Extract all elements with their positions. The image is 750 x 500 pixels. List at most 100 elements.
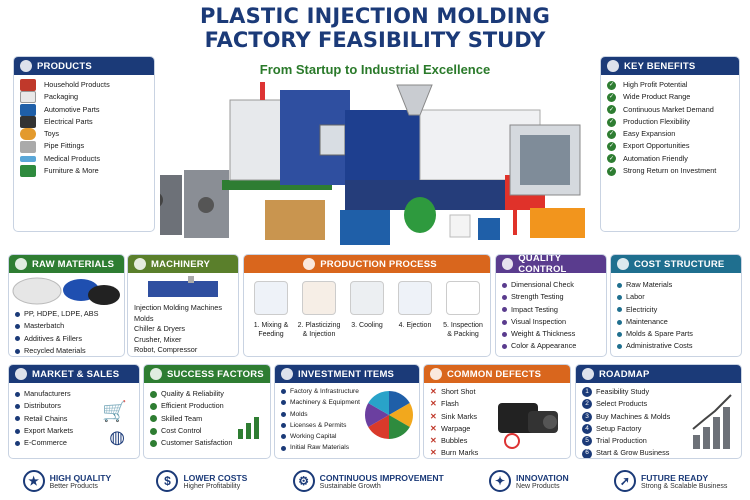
list-item: Weight & Thickness <box>502 328 600 340</box>
roadmap-title: ROADMAP <box>599 368 650 380</box>
list-item: ✓Easy Expansion <box>607 129 676 139</box>
white-bottle <box>449 214 471 238</box>
investment-items-title: INVESTMENT ITEMS <box>298 368 395 380</box>
production-process-header: PRODUCTION PROCESS <box>244 255 490 273</box>
x-icon: ✕ <box>430 436 437 446</box>
machine-thumb-body <box>148 281 218 297</box>
x-icon: ✕ <box>430 411 437 421</box>
cost-structure-title: COST STRUCTURE <box>634 258 725 270</box>
market-sales-title: MARKET & SALES <box>32 368 120 380</box>
key-benefits-title: KEY BENEFITS <box>624 60 696 72</box>
cost-structure-list: Raw Materials Labor Electricity Maintena… <box>611 273 741 356</box>
hopper <box>396 84 433 116</box>
growth-bars-icon <box>238 417 259 439</box>
footer-title: INNOVATION <box>516 472 569 483</box>
list-item: ✓Export Opportunities <box>607 141 690 152</box>
list-item: Visual Inspection <box>502 316 600 328</box>
list-item: Crusher, Mixer <box>134 334 182 344</box>
raw-materials-header: RAW MATERIALS <box>9 255 124 273</box>
list-item: Molds & Spare Parts <box>617 328 735 340</box>
signal-tower <box>260 82 265 100</box>
gear-icon <box>134 258 146 270</box>
pie-wedge <box>368 391 389 415</box>
list-item: Electricity <box>617 304 735 316</box>
success-factors-list: Quality & Reliability Efficient Producti… <box>144 383 270 453</box>
bullet-icon <box>15 416 20 422</box>
white-pellets <box>12 277 62 305</box>
raw-materials-card: RAW MATERIALS PP, HDPE, LDPE, ABS Master… <box>8 254 125 357</box>
success-factors-card: SUCCESS FACTORS Quality & Reliability Ef… <box>143 364 271 459</box>
list-item: Manufacturers <box>15 388 133 400</box>
list-item: Administrative Costs <box>617 340 735 352</box>
step-number: 6 <box>582 448 592 458</box>
control-panel <box>319 124 346 156</box>
common-defects-header: COMMON DEFECTS <box>424 365 570 383</box>
list-item: ✕Warpage <box>430 423 564 435</box>
products-card: PRODUCTS Household Products Packaging Au… <box>13 56 155 232</box>
investment-items-card: INVESTMENT ITEMS Factory & Infrastructur… <box>274 364 420 459</box>
pipe-fitting-icon <box>20 140 36 153</box>
list-item: Licenses & Permits <box>281 420 413 431</box>
target-icon <box>20 60 32 72</box>
x-icon: ✕ <box>430 448 437 458</box>
check-icon <box>150 427 157 435</box>
blue-crate <box>340 210 390 245</box>
list-item: Toys <box>20 128 148 141</box>
process-step: 3. Cooling <box>344 281 390 339</box>
list-item: Household Products <box>20 79 148 92</box>
process-step-label: 3. Cooling <box>351 322 383 329</box>
quality-control-title: QUALITY CONTROL <box>518 254 567 275</box>
check-icon: ✓ <box>607 129 616 139</box>
check-icon <box>150 390 157 398</box>
injection-machine-illustration <box>160 82 585 245</box>
list-item: Cost Control <box>150 425 264 437</box>
rocket-icon: ➚ <box>613 470 636 492</box>
socket-icon <box>20 116 36 129</box>
bullet-icon <box>281 434 286 440</box>
production-process-title: PRODUCTION PROCESS <box>320 258 437 270</box>
coins-icon <box>617 258 629 270</box>
list-item: Molds <box>134 313 154 323</box>
bullet-icon <box>617 294 622 300</box>
success-factors-header: SUCCESS FACTORS <box>144 365 270 383</box>
check-icon: ✓ <box>607 105 616 115</box>
injection-step-icon <box>302 281 336 315</box>
cardboard-box <box>265 200 325 240</box>
products-header: PRODUCTS <box>14 57 154 75</box>
check-icon: ✓ <box>607 92 616 102</box>
market-sales-card: MARKET & SALES Manufacturers Distributor… <box>8 364 140 459</box>
pellets-step-icon <box>254 281 288 315</box>
list-item: Working Capital <box>281 431 413 442</box>
chair-icon <box>20 165 36 178</box>
list-item: ✕Sink Marks <box>430 411 564 423</box>
key-benefits-header: KEY BENEFITS <box>601 57 739 75</box>
process-step-label: 4. Ejection <box>398 322 432 329</box>
step-number: 3 <box>582 411 592 422</box>
bullet-icon <box>617 331 622 337</box>
machinery-list: Injection Molding Machines Molds Chiller… <box>128 303 238 356</box>
pipe-fitting <box>478 218 500 240</box>
process-step-label: 5. Inspection & Packing <box>443 322 483 338</box>
list-item: Robot, Compressor <box>134 345 198 354</box>
page-title: PLASTIC INJECTION MOLDING FACTORY FEASIB… <box>150 4 600 52</box>
market-sales-list: Manufacturers Distributors Retail Chains… <box>9 383 139 453</box>
list-item: Masterbatch <box>15 320 118 332</box>
production-process-card: PRODUCTION PROCESS 1. Mixing & Feeding 2… <box>243 254 491 357</box>
list-item: ✕Bubbles <box>430 435 564 447</box>
list-item: Recycled Materials <box>15 345 118 356</box>
key-benefits-card: KEY BENEFITS ✓High Profit Potential ✓Wid… <box>600 56 740 232</box>
bullet-icon <box>502 331 507 337</box>
process-step: 2. Plasticizing & Injection <box>296 281 342 339</box>
growth-chart-icon <box>692 394 732 449</box>
bullet-icon <box>281 423 286 429</box>
check-icon: ✓ <box>607 142 616 152</box>
title-line-1: PLASTIC INJECTION MOLDING <box>199 4 551 28</box>
pie-wedge <box>368 415 389 439</box>
success-factors-title: SUCCESS FACTORS <box>167 368 264 380</box>
megaphone-icon <box>15 368 27 380</box>
list-item: Retail Chains <box>15 413 133 425</box>
list-item: ✓Automation Friendly <box>607 153 688 164</box>
